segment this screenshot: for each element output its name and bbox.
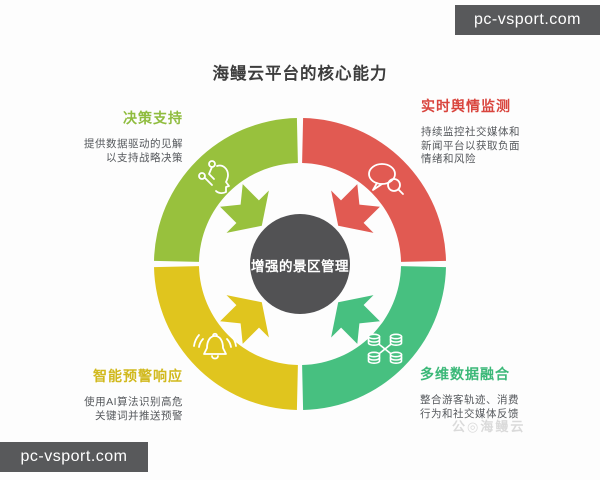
chat-search-icon [368,163,404,195]
center-hub-circle [250,214,350,314]
site-watermark-bottom: pc-vsport.com [0,442,148,472]
quadrant-block-decision-support: 决策支持 提供数据驱动的见解 以支持战略决策 [84,108,183,165]
quadrant-heading: 决策支持 [123,110,183,126]
quadrant-desc-line: 行为和社交媒体反馈 [420,407,519,420]
page-title: 海鳗云平台的核心能力 [212,65,388,83]
quadrant-heading: 多维数据融合 [420,366,510,382]
database-fusion-icon [367,333,403,365]
quadrant-desc-line: 使用AI算法识别高危 [84,396,183,408]
quadrant-desc-line: 关键词并推送预警 [95,409,183,422]
quadrant-block-sentiment-monitoring: 实时舆情监测 持续监控社交媒体和 新闻平台以获取负面 情绪和风险 [421,96,520,167]
quadrant-desc-line: 提供数据驱动的见解 [84,138,183,150]
alert-bell-icon [193,332,237,360]
brand-watermark: 公◎海鳗云 [452,419,526,434]
brain-head-icon [198,160,230,194]
quadrant-desc-line: 整合游客轨迹、消费 [420,394,519,406]
center-hub-label: 增强的景区管理 [251,259,349,274]
quadrant-block-data-fusion: 多维数据融合 整合游客轨迹、消费 行为和社交媒体反馈 [420,364,519,421]
site-watermark-top: pc-vsport.com [455,5,600,35]
quadrant-desc-line: 以支持战略决策 [106,151,183,164]
quadrant-desc-line: 持续监控社交媒体和 [421,126,520,138]
quadrant-block-smart-alert: 智能预警响应 使用AI算法识别高危 关键词并推送预警 [84,366,183,423]
quadrant-heading: 智能预警响应 [93,368,183,384]
quadrant-desc-line: 新闻平台以获取负面 [421,139,520,152]
quadrant-heading: 实时舆情监测 [421,98,511,114]
quadrant-desc-line: 情绪和风险 [421,153,476,165]
